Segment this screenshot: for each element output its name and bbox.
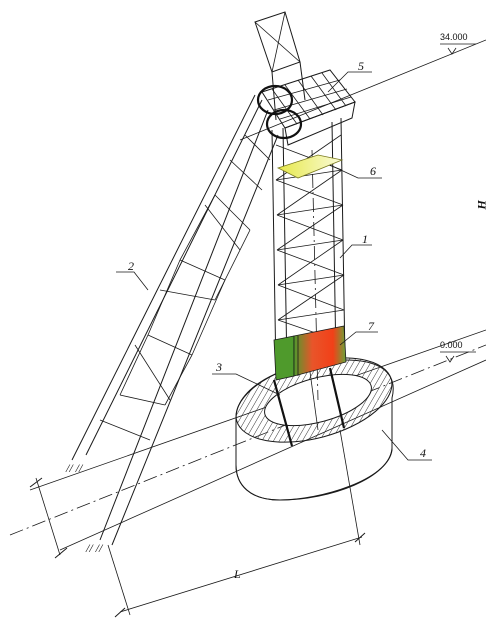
label-6: 6: [370, 164, 376, 178]
label-1: 1: [362, 232, 368, 246]
support-legs: [272, 367, 346, 447]
label-5: 5: [358, 59, 364, 73]
main-tower: [271, 117, 346, 401]
level-top-label: 34.000: [440, 32, 468, 42]
head-frame: [254, 11, 356, 146]
platform: [276, 154, 344, 179]
block: [273, 325, 347, 381]
leader-lines: [116, 71, 432, 461]
label-4: 4: [420, 446, 426, 460]
level-ground-marker: [440, 351, 476, 363]
tick-mark-b: // //: [85, 541, 104, 555]
label-3: 3: [215, 360, 222, 374]
level-ground-label: 0.000: [440, 340, 463, 350]
dimension-l: [29, 429, 366, 618]
label-2: 2: [128, 259, 134, 273]
inclined-strut: [71, 94, 279, 546]
dimension-l-label: L: [233, 567, 241, 581]
level-top-marker: [440, 43, 476, 55]
tick-mark-a: // //: [65, 461, 84, 475]
side-label-h: H: [475, 199, 486, 210]
label-7: 7: [368, 319, 375, 333]
